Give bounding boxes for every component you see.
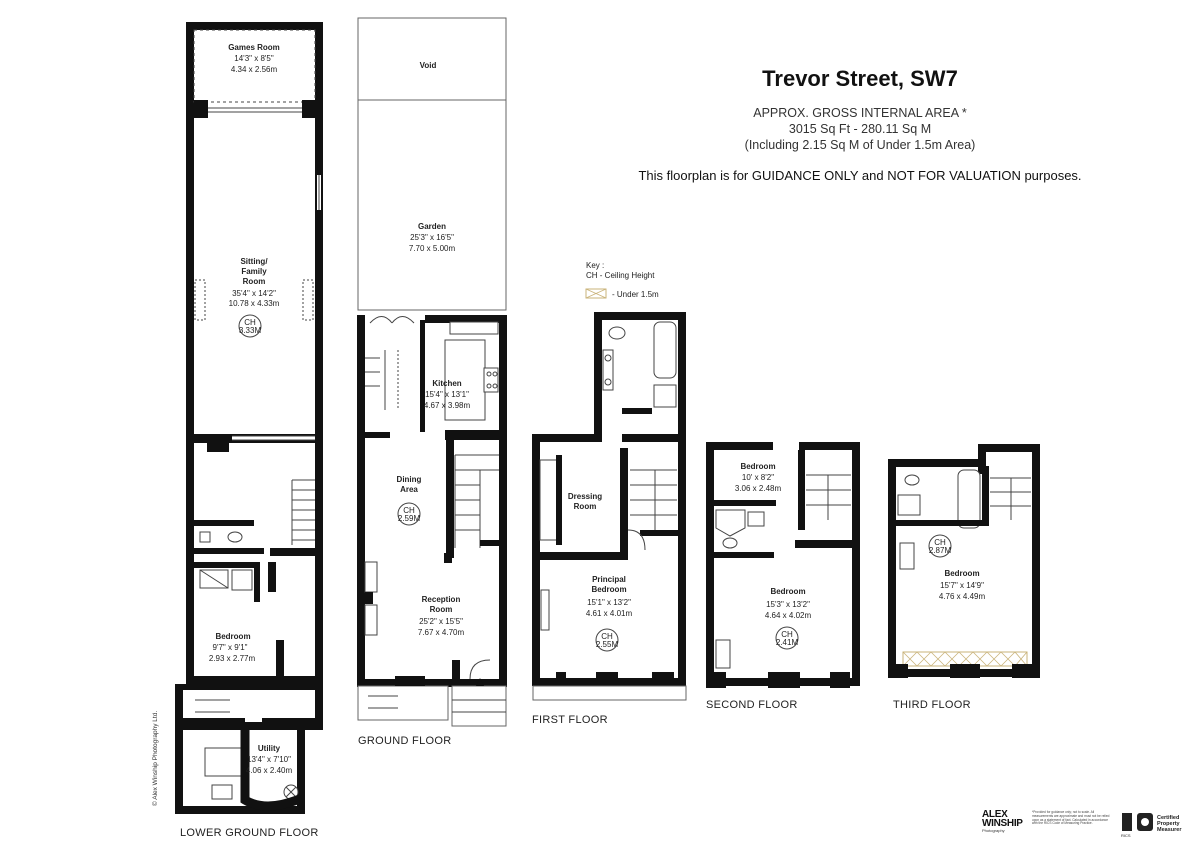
principal-name-2: Bedroom: [591, 585, 626, 594]
lg-bedroom-imperial: 9'7" x 9'1": [213, 643, 248, 652]
lg-bedroom-metric: 2.93 x 2.77m: [209, 654, 256, 663]
area-note: (Including 2.15 Sq M of Under 1.5m Area): [744, 138, 976, 152]
utility-imperial: 13'4" x 7'10": [247, 755, 291, 764]
area-label: APPROX. GROSS INTERNAL AREA *: [753, 106, 967, 120]
second-floor-plan: Bedroom 10' x 8'2" 3.06 x 2.48m Bedroom …: [706, 440, 860, 711]
games-room-imperial: 14'3" x 8'5": [234, 54, 274, 63]
second-large-bedroom-metric: 4.64 x 4.02m: [765, 611, 812, 620]
lower-ground-floor-label: LOWER GROUND FLOOR: [180, 827, 319, 839]
dining-name-2: Area: [400, 485, 418, 494]
reception-name-2: Room: [430, 605, 453, 614]
reception-imperial: 25'2" x 15'5": [419, 617, 463, 626]
sitting-room-name-1: Sitting/: [240, 257, 268, 266]
second-small-bedroom-imperial: 10' x 8'2": [742, 473, 774, 482]
third-bedroom-imperial: 15'7" x 14'9": [940, 581, 984, 590]
dining-name-1: Dining: [397, 475, 422, 484]
principal-ch-circle: [595, 628, 619, 652]
badge-line-1: Certified: [1157, 815, 1180, 821]
second-large-bedroom-imperial: 15'3" x 13'2": [766, 600, 810, 609]
void-area: [357, 17, 507, 101]
first-floor-label: FIRST FLOOR: [532, 714, 608, 726]
sitting-room-imperial: 35'4" x 14'2": [232, 289, 276, 298]
rics-text: RICS: [1121, 833, 1131, 838]
first-floor-plan: Dressing Room Principal Bedroom 15'1" x …: [532, 312, 687, 726]
fine-print: *Provided for guidance only; not to scal…: [1032, 810, 1110, 826]
dressing-name-1: Dressing: [568, 492, 602, 501]
third-floor-plan: CH 2.87M Bedroom 15'7" x 14'9" 4.76 x 4.…: [888, 444, 1040, 711]
key-title: Key :: [586, 261, 604, 270]
principal-imperial: 15'1" x 13'2": [587, 598, 631, 607]
lg-bedroom-name: Bedroom: [215, 632, 250, 641]
property-title: Trevor Street, SW7: [762, 66, 958, 91]
area-value: 3015 Sq Ft - 280.11 Sq M: [788, 122, 932, 136]
second-small-bedroom-metric: 3.06 x 2.48m: [735, 484, 782, 493]
ground-floor-label: GROUND FLOOR: [358, 735, 451, 747]
second-floor-label: SECOND FLOOR: [706, 699, 798, 711]
second-ch-label: CH: [781, 630, 793, 639]
kitchen-name: Kitchen: [432, 379, 461, 388]
principal-name-1: Principal: [592, 575, 626, 584]
third-ch-value: 2.87M: [929, 546, 952, 555]
dining-ch-label: CH: [403, 506, 415, 515]
badge-line-2: Property: [1157, 821, 1180, 827]
void-name: Void: [420, 61, 437, 70]
second-small-bedroom-name: Bedroom: [740, 462, 775, 471]
sitting-ch-circle: [238, 314, 262, 338]
ground-floor-plan: Void Garden 25'3" x 16'5" 7.70 x 5.00m K…: [357, 17, 507, 747]
sitting-room-name-2: Family: [241, 267, 267, 276]
principal-metric: 4.61 x 4.01m: [586, 609, 633, 618]
dressing-name-2: Room: [574, 502, 597, 511]
dining-ch-circle: [397, 502, 421, 526]
games-room-area: [193, 29, 316, 103]
reception-name-1: Reception: [422, 595, 461, 604]
utility-name: Utility: [258, 744, 281, 753]
garden-metric: 7.70 x 5.00m: [409, 244, 456, 253]
sitting-ch-value: 3.33M: [239, 326, 262, 335]
certified-measurer-badge: Certified Property Measurer: [1157, 815, 1181, 833]
logo-name-line-1: ALEX: [982, 809, 1008, 820]
kitchen-metric: 4.67 x 3.98m: [424, 401, 471, 410]
principal-ch-label: CH: [601, 632, 613, 641]
garden-name: Garden: [418, 222, 446, 231]
third-floor-label: THIRD FLOOR: [893, 699, 971, 711]
kitchen-imperial: 15'4" x 13'1": [425, 390, 469, 399]
logo-name-line-2: WINSHIP: [982, 818, 1023, 829]
utility-metric: 4.06 x 2.40m: [246, 766, 293, 775]
sitting-ch-label: CH: [244, 318, 256, 327]
key-ch: CH - Ceiling Height: [586, 271, 655, 280]
rics-logo-mark: [1122, 813, 1132, 831]
second-large-bedroom-name: Bedroom: [770, 587, 805, 596]
guidance-disclaimer: This floorplan is for GUIDANCE ONLY and …: [638, 168, 1082, 183]
key-under: - Under 1.5m: [612, 290, 659, 299]
garden-imperial: 25'3" x 16'5": [410, 233, 454, 242]
games-room-metric: 4.34 x 2.56m: [231, 65, 278, 74]
third-bedroom-name: Bedroom: [944, 569, 979, 578]
third-bedroom-metric: 4.76 x 4.49m: [939, 592, 986, 601]
garden-area: [357, 99, 507, 311]
lower-ground-floor-plan: Games Room 14'3" x 8'5" 4.34 x 2.56m Sit…: [175, 22, 323, 839]
third-ch-label: CH: [934, 538, 946, 547]
dining-ch-value: 2.59M: [398, 514, 421, 523]
copyright-text: © Alex Winship Photography Ltd.: [152, 710, 159, 806]
third-ch-circle: [928, 534, 952, 558]
key-legend: Key : CH - Ceiling Height - Under 1.5m: [585, 261, 659, 299]
second-ch-value: 2.41M: [776, 638, 799, 647]
company-logo: ALEX WINSHIP Photography: [982, 809, 1028, 834]
games-room-name: Games Room: [228, 43, 280, 52]
principal-ch-value: 2.55M: [596, 640, 619, 649]
sitting-room-name-3: Room: [243, 277, 266, 286]
reception-metric: 7.67 x 4.70m: [418, 628, 465, 637]
sitting-room-metric: 10.78 x 4.33m: [229, 299, 280, 308]
badge-line-3: Measurer: [1157, 827, 1182, 833]
second-ch-circle: [775, 626, 799, 650]
logo-subtitle: Photography: [982, 828, 1005, 833]
